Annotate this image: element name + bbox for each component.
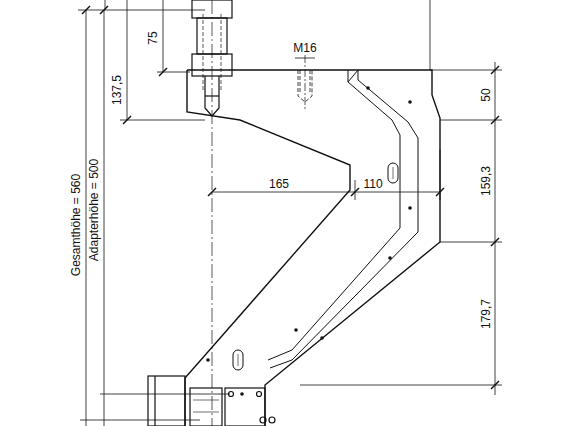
dimension-159: 159,3 [480, 165, 492, 197]
dimension-165: 165 [268, 178, 290, 190]
dimension-137: 137,5 [111, 74, 123, 106]
thread-size: M16 [292, 42, 317, 54]
total-height: Gesamthöhe = 560 [70, 173, 82, 277]
dimension-50: 50 [480, 87, 492, 102]
dimension-179: 179,7 [480, 298, 492, 330]
adapter-height: Adapterhöhe = 500 [88, 158, 100, 262]
dimension-110: 110 [362, 178, 383, 190]
dimension-75: 75 [147, 30, 159, 45]
